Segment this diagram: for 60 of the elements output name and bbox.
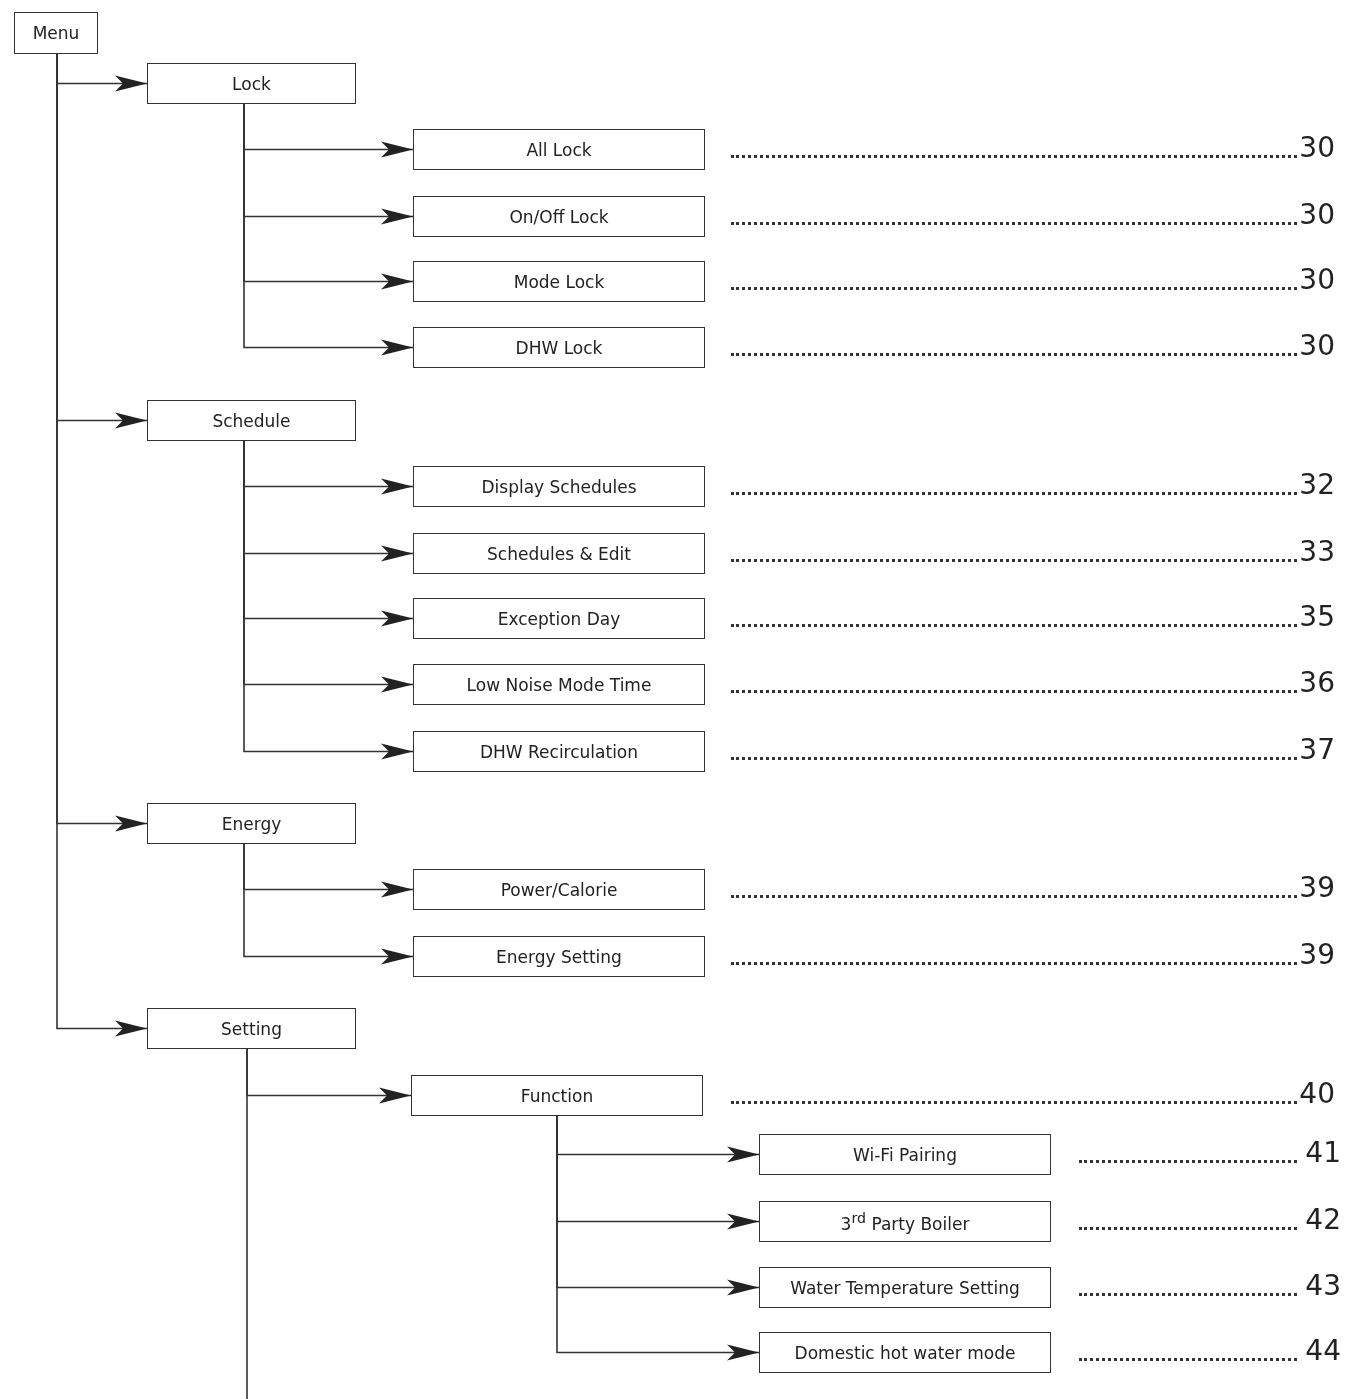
page-reference: 35 (731, 602, 1335, 631)
menu-box (759, 1267, 1051, 1308)
page-reference: 33 (731, 537, 1335, 566)
page-reference: 42 (1079, 1205, 1341, 1234)
menu-item-label: Exception Day (497, 608, 621, 629)
menu-item-label: Schedule (212, 410, 291, 431)
page-reference: 30 (731, 133, 1335, 162)
menu-item-label: Low Noise Mode Time (466, 674, 652, 695)
menu-item-label: Function (520, 1085, 594, 1106)
menu-item-label: All Lock (526, 139, 592, 160)
menu-box (413, 936, 705, 977)
menu-box (413, 129, 705, 170)
menu-item-label: Lock (232, 73, 271, 94)
page-reference: 37 (731, 735, 1335, 764)
menu-box (147, 1008, 356, 1049)
page-reference: 39 (731, 940, 1335, 969)
menu-box (14, 12, 98, 54)
menu-box (759, 1134, 1051, 1175)
menu-box (147, 63, 356, 104)
menu-item-label: Energy Setting (496, 946, 622, 967)
menu-box (413, 327, 705, 368)
menu-item-label: Schedules & Edit (487, 543, 631, 564)
menu-item-label: Setting (221, 1018, 282, 1039)
menu-item-label: DHW Lock (515, 337, 603, 358)
menu-item-label: 3$^{rd}$ Party Boiler (840, 1209, 970, 1234)
page-reference: 32 (731, 470, 1335, 499)
page-reference: 40 (731, 1079, 1335, 1108)
menu-item-label: Energy (221, 813, 282, 834)
menu-item-label: Menu (32, 23, 80, 43)
page-reference: 30 (731, 200, 1335, 229)
menu-box (413, 598, 705, 639)
menu-box (413, 196, 705, 237)
menu-box (759, 1332, 1051, 1373)
page-reference: 30 (731, 265, 1335, 294)
page-reference: 44 (1079, 1336, 1341, 1365)
menu-box (411, 1075, 703, 1116)
menu-box (147, 400, 356, 441)
menu-box (413, 731, 705, 772)
menu-box (147, 803, 356, 844)
page-reference: 30 (731, 331, 1335, 360)
menu-box (413, 869, 705, 910)
menu-box (413, 533, 705, 574)
menu-box (413, 261, 705, 302)
page-reference: 36 (731, 668, 1335, 697)
menu-item-label: On/Off Lock (509, 206, 609, 227)
menu-box (413, 466, 705, 507)
arrow (243, 843, 414, 965)
connector-line (246, 1048, 248, 1399)
menu-item-label: Wi-Fi Pairing (853, 1144, 957, 1165)
menu-item-label: Display Schedules (481, 476, 637, 497)
menu-item-label: Water Temperature Setting (790, 1277, 1020, 1298)
menu-item-label: DHW Recirculation (479, 741, 639, 762)
page-reference: 43 (1079, 1271, 1341, 1300)
menu-item-label: Domestic hot water mode (794, 1342, 1016, 1363)
page-reference: 39 (731, 873, 1335, 902)
menu-item-label: Mode Lock (513, 271, 605, 292)
menu-box (413, 664, 705, 705)
page-reference: 41 (1079, 1138, 1341, 1167)
menu-box (759, 1201, 1051, 1242)
menu-item-label: Power/Calorie (500, 879, 618, 900)
